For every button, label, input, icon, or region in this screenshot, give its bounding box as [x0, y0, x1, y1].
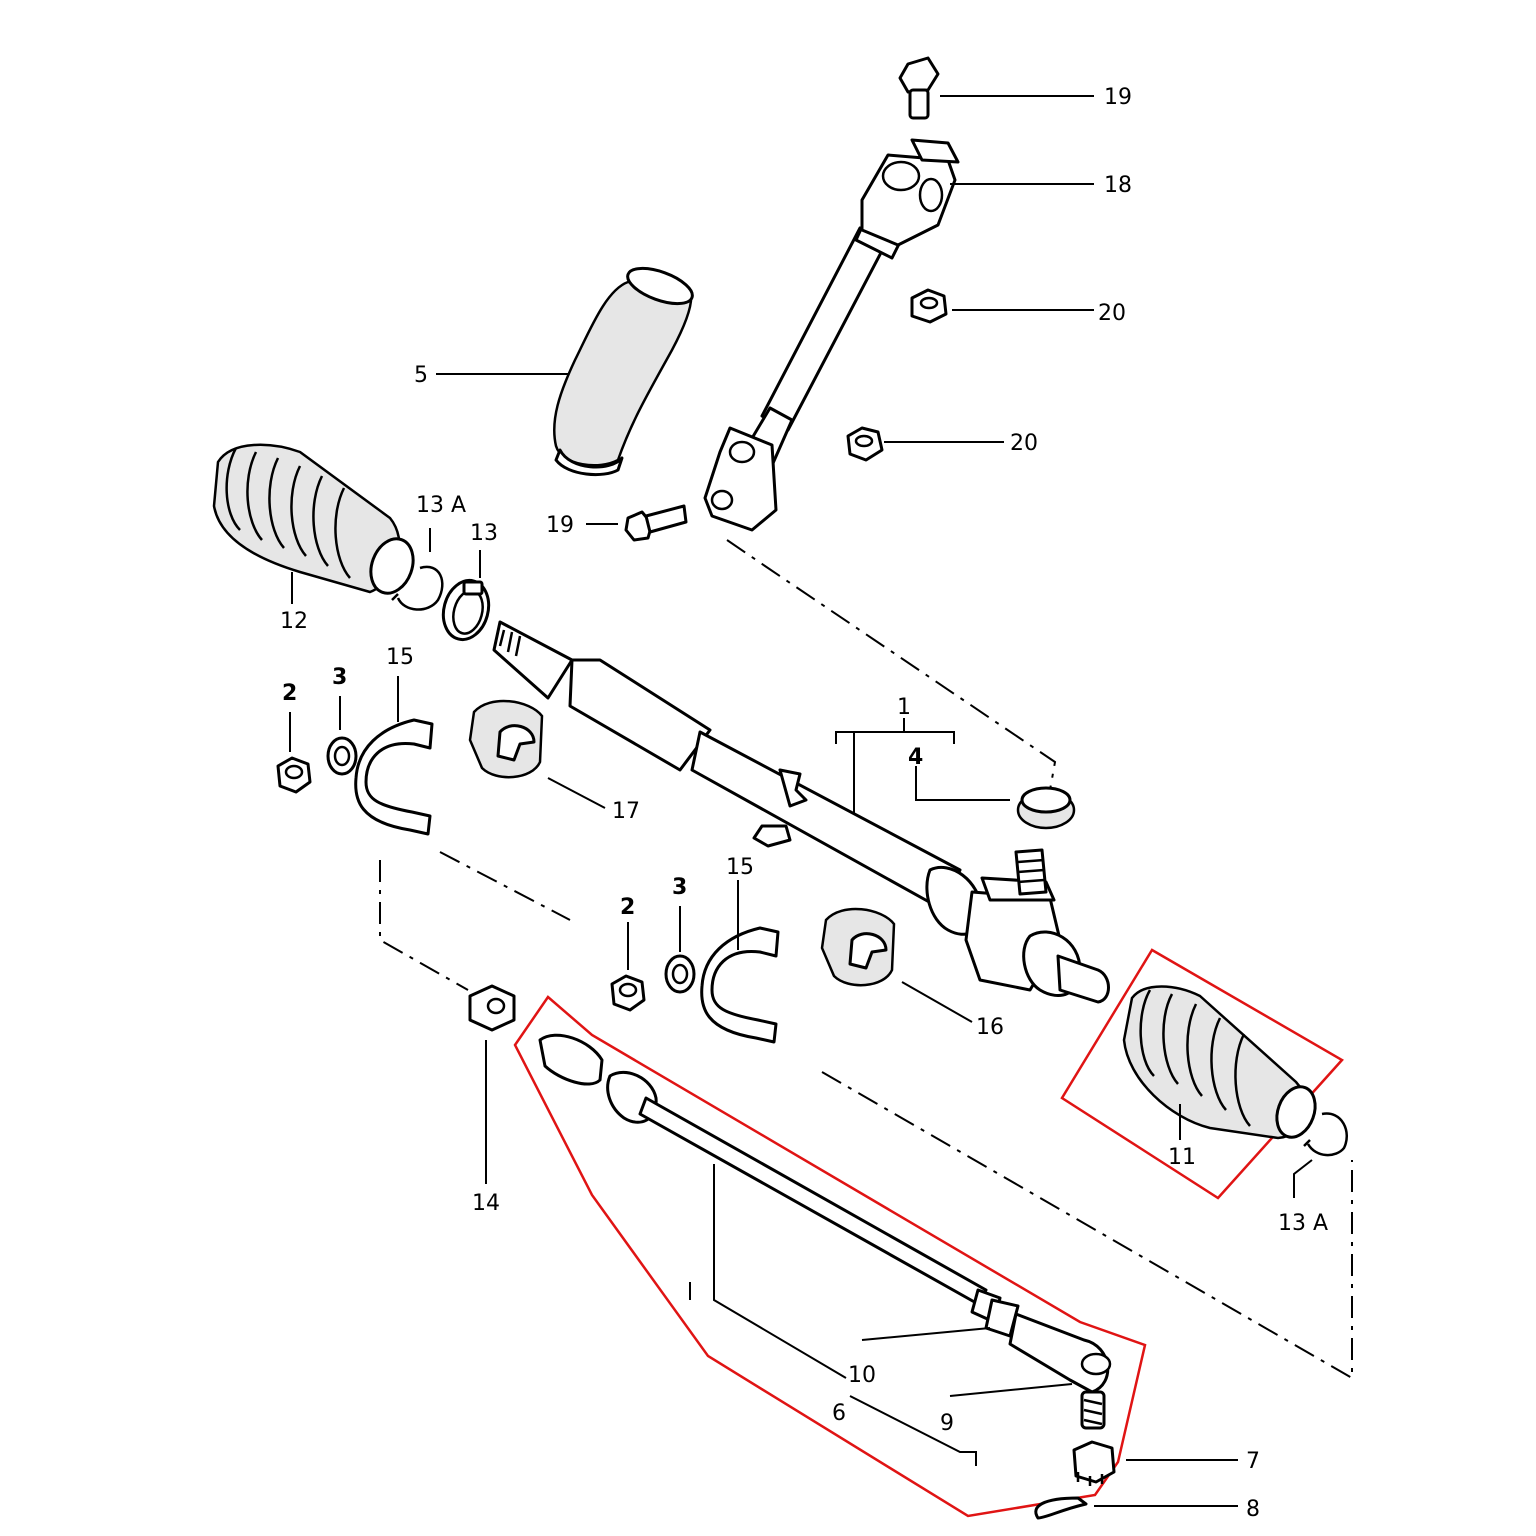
nut-part-20-upper: [910, 288, 948, 324]
boot-part-11: [1122, 985, 1317, 1140]
mount-bush-part-16: [820, 907, 896, 987]
callout-13a-right: 13 A: [1278, 1211, 1328, 1236]
callout-6: 6: [832, 1401, 846, 1426]
nut-part-20-lower: [846, 426, 884, 462]
assembly-guide-lines: [379, 539, 1353, 1380]
callout-17: 17: [612, 799, 640, 824]
nut-part-14: [468, 984, 516, 1032]
leader-lines: [289, 95, 1313, 1507]
callout-3-right: 3: [672, 875, 687, 900]
steering-shaft-part-18: [703, 138, 960, 532]
boot-part-12: [212, 443, 415, 595]
mount-bush-part-17: [468, 699, 544, 779]
clamp-part-13: [441, 578, 491, 642]
circlip-part-13a-left: [391, 565, 444, 611]
circlip-part-13a-right: [1303, 1112, 1348, 1157]
highlight-boot-11: [1060, 948, 1344, 1200]
callout-15-left: 15: [386, 645, 414, 670]
tie-rod-part-6: [538, 1033, 1112, 1430]
steering-rack-part-1: [492, 620, 1110, 1004]
nut-part-2-left: [276, 756, 312, 794]
callout-7: 7: [1246, 1449, 1260, 1474]
highlight-tie-rod-assembly: [513, 995, 1147, 1518]
mount-part-4: [1016, 786, 1076, 830]
callout-1: 1: [897, 695, 911, 720]
callout-19-top: 19: [1104, 85, 1132, 110]
callout-3-left: 3: [332, 665, 347, 690]
washer-part-3-left: [326, 736, 358, 776]
callout-15-right: 15: [726, 855, 754, 880]
callout-4: 4: [908, 745, 923, 770]
callout-11: 11: [1168, 1145, 1196, 1170]
castle-nut-part-7: [1072, 1440, 1116, 1486]
washer-part-3-right: [664, 954, 696, 994]
callout-13: 13: [470, 521, 498, 546]
callout-10: 10: [848, 1363, 876, 1388]
callout-13a-left: 13 A: [416, 493, 466, 518]
callout-8: 8: [1246, 1497, 1260, 1522]
callout-12: 12: [280, 609, 308, 634]
callout-19-middle: 19: [546, 513, 574, 538]
boot-part-5: [552, 266, 694, 477]
callout-14: 14: [472, 1191, 500, 1216]
callout-18: 18: [1104, 173, 1132, 198]
callout-5: 5: [414, 363, 428, 388]
callout-20-upper: 20: [1098, 301, 1126, 326]
callout-16: 16: [976, 1015, 1004, 1040]
bolt-part-19-middle: [624, 504, 688, 542]
callout-2-right: 2: [620, 895, 635, 920]
callout-9: 9: [940, 1411, 954, 1436]
clamp-bracket-part-15-left: [354, 718, 434, 836]
highlight-outlines: [513, 948, 1344, 1518]
callout-2-left: 2: [282, 681, 297, 706]
callout-labels: 19 18 20 20 5 19 13 A 13 12 2 3 15 17 1 …: [280, 85, 1328, 1522]
cotter-pin-part-8: [1034, 1496, 1088, 1520]
nut-part-2-right: [610, 974, 646, 1012]
callout-20-lower: 20: [1010, 431, 1038, 456]
bolt-part-19-top: [898, 56, 940, 120]
clamp-bracket-part-15-right: [700, 926, 780, 1044]
